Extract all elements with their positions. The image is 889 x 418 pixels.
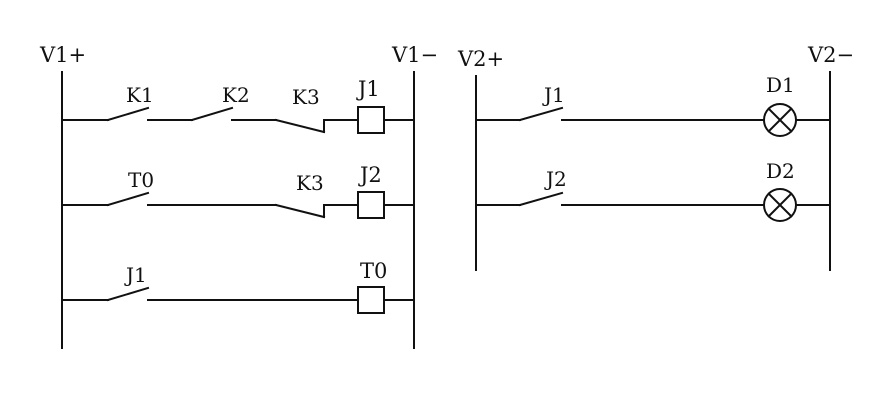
contact-k3-nc-2 bbox=[274, 203, 326, 219]
contact-k1 bbox=[106, 106, 150, 122]
contact-j1-right bbox=[518, 106, 564, 122]
label-j1-contact: J1 bbox=[124, 263, 147, 287]
right-rung-2: J2 D2 bbox=[475, 159, 831, 222]
coil-t0 bbox=[357, 286, 385, 314]
left-circuit: V1+ V1− K1 K2 K3 J1 bbox=[39, 43, 438, 349]
label-t0-contact: T0 bbox=[128, 168, 154, 192]
label-d2: D2 bbox=[766, 159, 795, 183]
lamp-d1 bbox=[763, 103, 797, 137]
contact-t0 bbox=[106, 191, 150, 207]
label-j1-right: J1 bbox=[542, 83, 565, 107]
right-rung-1: J1 D1 bbox=[475, 73, 831, 137]
label-k2: K2 bbox=[222, 83, 250, 107]
label-j1-coil: J1 bbox=[356, 77, 380, 101]
rail-label-v2-plus: V2+ bbox=[457, 47, 504, 71]
left-rung-2: T0 K3 J2 bbox=[61, 163, 415, 219]
rail-label-v2-minus: V2− bbox=[807, 43, 854, 67]
contact-k2 bbox=[190, 106, 234, 122]
label-j2-coil: J2 bbox=[358, 163, 382, 187]
contact-j2-right bbox=[518, 191, 564, 207]
left-rung-1: K1 K2 K3 J1 bbox=[61, 77, 415, 134]
left-rung-3: J1 T0 bbox=[61, 259, 415, 314]
right-circuit: V2+ V2− J1 D1 bbox=[457, 43, 854, 271]
label-j2-right: J2 bbox=[544, 167, 567, 191]
label-t0-coil: T0 bbox=[360, 259, 387, 283]
coil-j2 bbox=[357, 191, 385, 219]
lamp-d2 bbox=[763, 188, 797, 222]
contact-k3-nc bbox=[274, 118, 326, 134]
contact-j1 bbox=[106, 286, 150, 302]
label-k3-2: K3 bbox=[296, 171, 324, 195]
rail-label-v1-plus: V1+ bbox=[39, 43, 86, 67]
label-d1: D1 bbox=[766, 73, 795, 97]
coil-j1 bbox=[357, 106, 385, 134]
label-k1: K1 bbox=[126, 83, 154, 107]
label-k3: K3 bbox=[292, 85, 320, 109]
rail-label-v1-minus: V1− bbox=[391, 43, 438, 67]
